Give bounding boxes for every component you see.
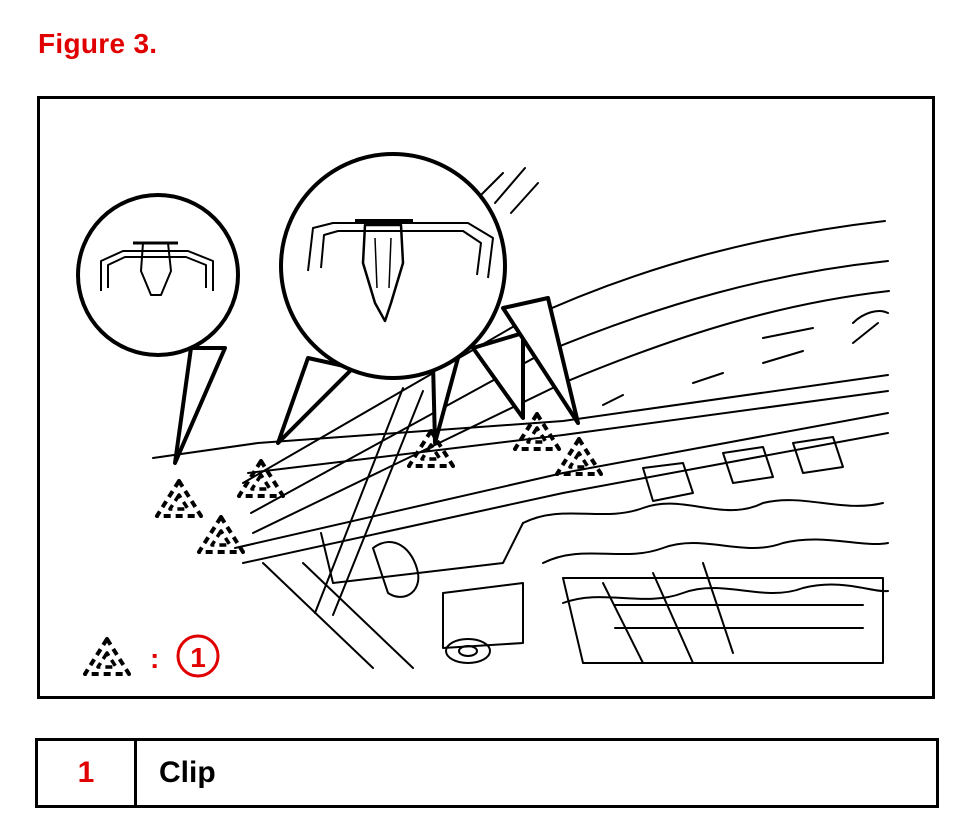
figure-title: Figure 3.: [38, 28, 158, 59]
legend-separator: :: [150, 643, 159, 674]
dashed-triangle-icon: [83, 637, 131, 676]
clip-detail-large: [276, 152, 580, 445]
clip-detail-small: [76, 193, 240, 465]
engine-bay-drawing: [152, 167, 890, 669]
parts-table-label: Clip: [159, 756, 216, 789]
callout-number: 1: [190, 642, 206, 673]
parts-table: 1 Clip: [35, 738, 939, 808]
figure-illustration: : 1: [37, 96, 935, 699]
parts-table-number: 1: [38, 741, 137, 805]
callout-circle: [176, 634, 220, 678]
